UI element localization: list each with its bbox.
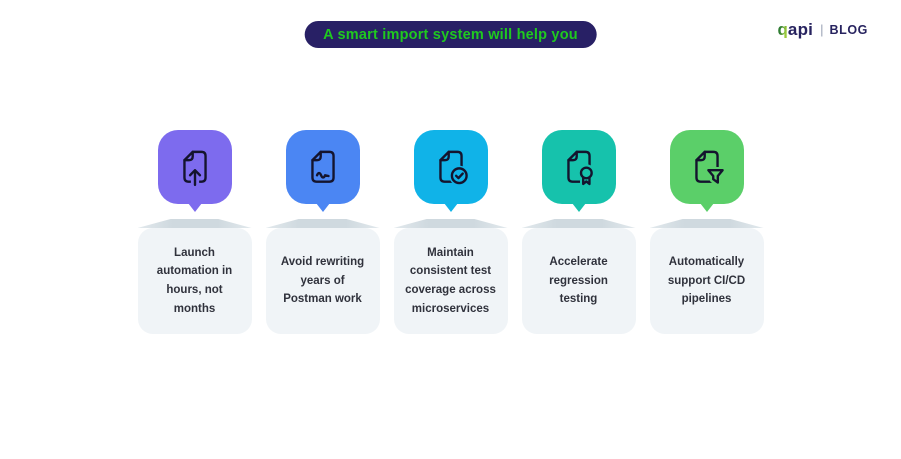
blog-logo[interactable]: q api | BLOG <box>778 21 868 38</box>
logo-api: api <box>787 20 814 39</box>
document-upload-icon <box>182 150 207 189</box>
card-fold-shadow <box>649 219 764 228</box>
document-award-icon <box>566 150 595 187</box>
benefit-card: Maintain consistent test coverage across… <box>393 228 508 334</box>
benefit-card: Accelerate regression testing <box>521 228 636 334</box>
logo-blog: BLOG <box>829 22 868 37</box>
title-pill: A smart import system will help you <box>304 21 597 48</box>
icon-tile <box>669 130 744 204</box>
logo-divider: | <box>820 22 824 37</box>
card-fold-shadow <box>137 219 252 228</box>
icon-tile <box>285 130 360 204</box>
card-fold-shadow <box>393 219 508 228</box>
benefit-card: Launch automation in hours, not months <box>137 228 252 334</box>
icon-tile <box>541 130 616 204</box>
document-check-icon <box>438 150 469 186</box>
benefit-text: Accelerate regression testing <box>549 256 608 306</box>
icon-tile <box>157 130 232 204</box>
card-fold-shadow <box>265 219 380 228</box>
benefit-column: Launch automation in hours, not months <box>137 130 252 334</box>
benefit-column: Avoid rewriting years of Postman work <box>265 130 380 334</box>
benefit-text: Automatically support CI/CD pipelines <box>667 256 746 306</box>
benefit-column: Automatically support CI/CD pipelines <box>649 130 764 334</box>
benefit-card: Automatically support CI/CD pipelines <box>649 228 764 334</box>
benefit-column: Maintain consistent test coverage across… <box>393 130 508 334</box>
benefit-columns: Launch automation in hours, not months A… <box>137 130 764 334</box>
document-filter-icon <box>694 150 726 187</box>
benefit-card: Avoid rewriting years of Postman work <box>265 228 380 334</box>
card-fold-shadow <box>521 219 636 228</box>
logo-q: q <box>777 20 788 39</box>
icon-tile <box>413 130 488 204</box>
document-scribble-icon <box>310 150 335 183</box>
benefit-column: Accelerate regression testing <box>521 130 636 334</box>
benefit-text: Launch automation in hours, not months <box>156 246 233 315</box>
page-title: A smart import system will help you <box>323 26 578 43</box>
benefit-text: Maintain consistent test coverage across… <box>405 246 496 315</box>
benefit-text: Avoid rewriting years of Postman work <box>280 256 365 306</box>
